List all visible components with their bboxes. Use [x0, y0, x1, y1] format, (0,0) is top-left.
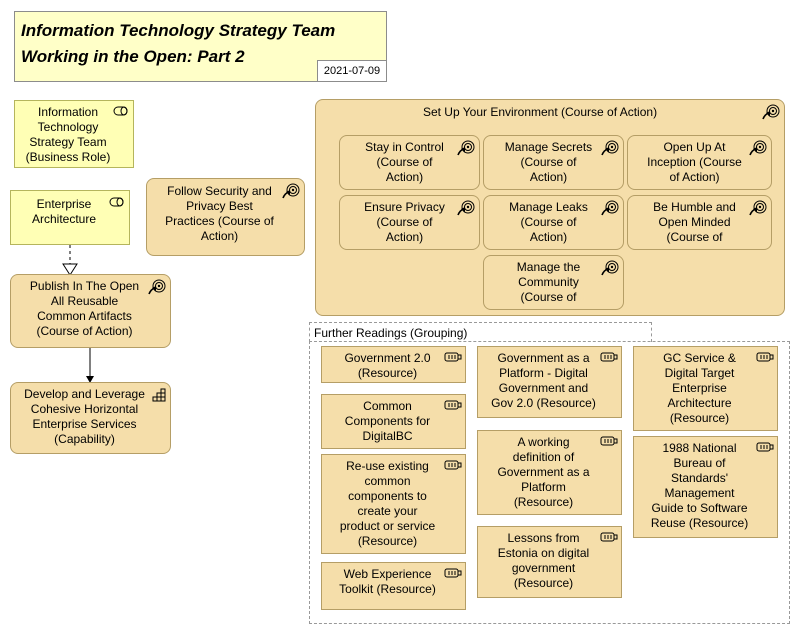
- course-of-action-icon: [601, 200, 619, 216]
- triggering-arrowhead: [86, 376, 94, 383]
- resource-icon: [600, 436, 618, 446]
- course-of-action-icon: [601, 140, 619, 156]
- setup-environment-label: Set Up Your Environment (Course of Actio…: [422, 105, 658, 119]
- resource-icon: [444, 400, 462, 410]
- course-of-action-icon: [601, 260, 619, 276]
- diagram-date: 2021-07-09: [317, 60, 387, 82]
- capability-icon: [152, 388, 166, 402]
- course-of-action-icon: [749, 200, 767, 216]
- resource-icon: [600, 532, 618, 542]
- business-role-icon: [109, 197, 124, 207]
- resource-government-2-0[interactable]: Government 2.0(Resource): [321, 346, 466, 383]
- resource-icon: [756, 442, 774, 452]
- resource-icon: [756, 352, 774, 362]
- further-readings-group-tab[interactable]: Further Readings (Grouping): [309, 322, 652, 342]
- further-readings-group-label: Further Readings (Grouping): [314, 326, 468, 340]
- resource-label: Government 2.0(Resource): [344, 351, 431, 380]
- resource-icon: [444, 568, 462, 578]
- course-of-action-icon: [148, 279, 166, 295]
- resource-icon: [444, 352, 462, 362]
- course-of-action-icon: [457, 200, 475, 216]
- realization-arrowhead: [62, 263, 78, 276]
- business-role-icon: [113, 106, 128, 116]
- course-of-action-icon: [282, 183, 300, 199]
- diagram-title: Information Technology Strategy Team Wor…: [21, 21, 336, 66]
- diagram-title-note: Information Technology Strategy Team Wor…: [14, 11, 387, 82]
- course-of-action-icon: [749, 140, 767, 156]
- resource-icon: [600, 352, 618, 362]
- course-of-action-icon: [457, 140, 475, 156]
- further-readings-group[interactable]: [309, 341, 790, 624]
- course-of-action-icon: [762, 104, 780, 120]
- resource-icon: [444, 460, 462, 470]
